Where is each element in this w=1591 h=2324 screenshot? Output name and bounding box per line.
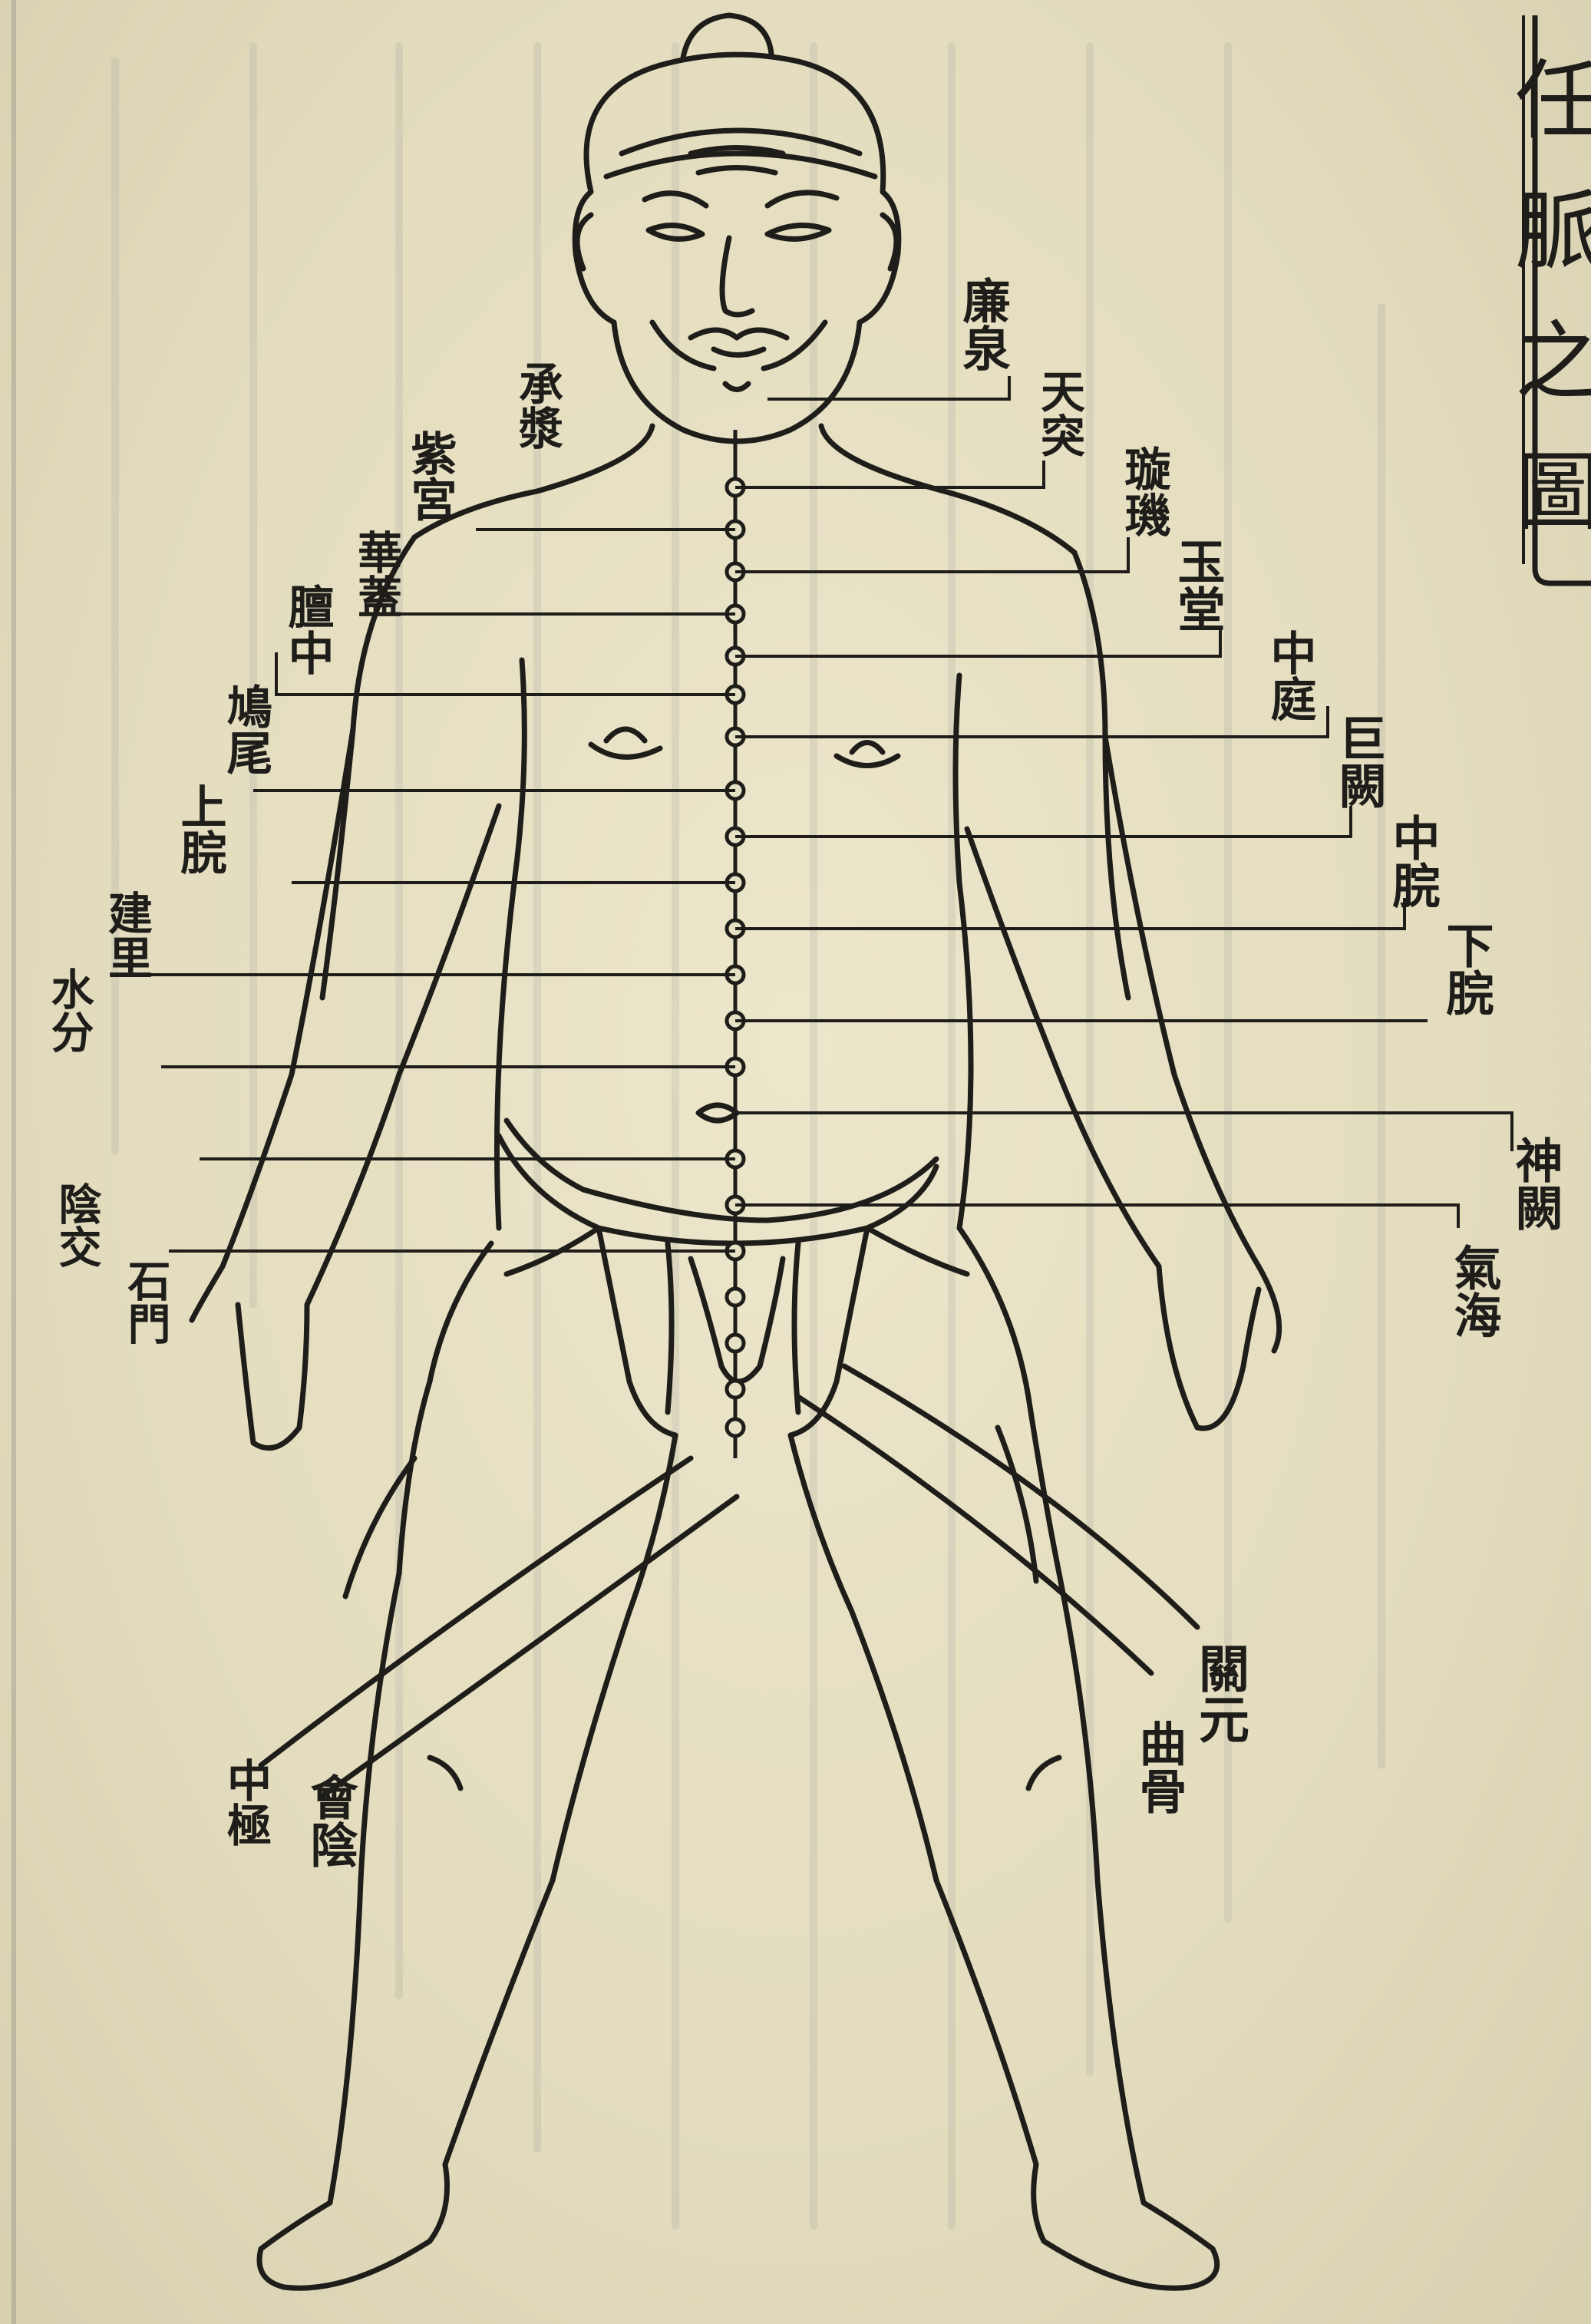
label-yinjiao: 陰交 — [51, 1182, 102, 1268]
label-zhongting: 中庭 — [1263, 629, 1316, 721]
label-guanyuan: 關元 — [1190, 1642, 1250, 1744]
title-char-2: 脈 — [1515, 182, 1591, 282]
label-qugu: 曲骨 — [1131, 1719, 1187, 1814]
label-shuifen: 水分 — [44, 967, 94, 1053]
hair-bun — [683, 15, 771, 58]
head — [575, 54, 899, 441]
title-char-1: 任 — [1515, 51, 1591, 151]
label-xuanji: 璇璣 — [1117, 445, 1170, 537]
label-yutang: 玉堂 — [1170, 537, 1226, 632]
label-jiuwei: 鳩尾 — [219, 683, 272, 775]
point-labels: 廉泉 承漿 天突 璇璣 紫宮 玉堂 華蓋 膻中 中庭 鳩尾 巨闕 上脘 中脘 建… — [44, 276, 1563, 1868]
label-shimen: 石門 — [120, 1259, 171, 1345]
label-jianli: 建里 — [101, 890, 153, 979]
label-huiyin: 會陰 — [302, 1773, 358, 1868]
bleed-through-texture — [14, 0, 1381, 2324]
title-char-4: 圖 — [1515, 443, 1591, 543]
label-shenque: 神闕 — [1507, 1136, 1563, 1231]
label-zhongji: 中極 — [220, 1758, 272, 1847]
label-shangwan: 上脘 — [173, 783, 226, 875]
title-char-3: 之 — [1515, 312, 1591, 412]
ren-meridian — [727, 430, 744, 1458]
label-lianquan: 廉泉 — [955, 276, 1011, 371]
label-juque: 巨闕 — [1331, 714, 1387, 809]
title-box: 任 脈 之 圖 — [1515, 15, 1591, 583]
label-xiawan: 下脘 — [1438, 921, 1494, 1016]
label-zigong: 紫宮 — [403, 430, 457, 522]
label-danzhong: 膻中 — [280, 583, 334, 675]
label-chengjiang: 承漿 — [511, 361, 563, 450]
label-zhongwan: 中脘 — [1385, 814, 1441, 909]
label-qihai: 氣海 — [1446, 1243, 1502, 1339]
label-tiantu: 天突 — [1033, 368, 1085, 457]
label-huagai: 華蓋 — [350, 530, 402, 619]
